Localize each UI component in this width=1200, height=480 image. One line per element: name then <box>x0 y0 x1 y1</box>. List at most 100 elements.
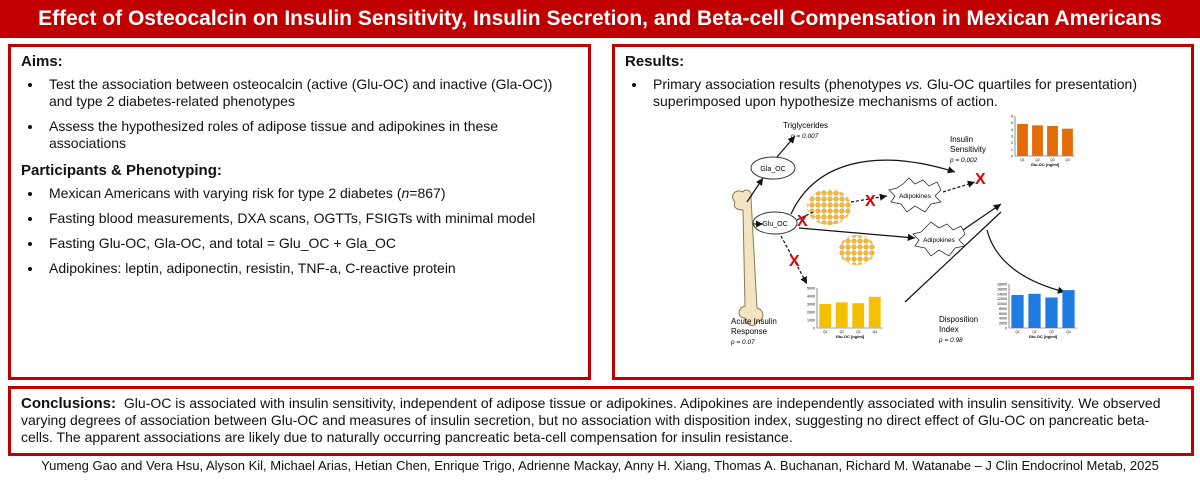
insulin-sensitivity-label-2: Sensitivity <box>950 145 986 154</box>
chart-x-label: Glu-OC [ng/ml] <box>1031 162 1060 167</box>
participants-list: Mexican Americans with varying risk for … <box>21 185 578 277</box>
conclusions-text: Glu-OC is associated with insulin sensit… <box>21 395 1161 445</box>
chart-tick-label: 12000 <box>997 297 1007 301</box>
gla-oc-node <box>750 156 796 180</box>
arrow-bone-to-gla-oc <box>746 177 764 203</box>
chart-tick-label: 0 <box>1005 327 1007 331</box>
bone-icon <box>732 189 764 326</box>
chart-tick-label: 18000 <box>997 283 1007 287</box>
chart-bar <box>852 303 865 328</box>
chart-tick-label: 6 <box>1011 115 1013 119</box>
participants-item: Fasting Glu-OC, Gla-OC, and total = Glu_… <box>43 235 578 252</box>
participants-item: Adipokines: leptin, adiponectin, resisti… <box>43 260 578 277</box>
chart-tick-label: 2000 <box>807 311 815 315</box>
aims-list: Test the association between osteocalcin… <box>21 76 578 152</box>
chart-category-label: Q2 <box>1035 158 1039 162</box>
arrow-glu-oc-to-adipokines-mid <box>798 227 916 241</box>
chart-tick-label: 0 <box>1011 155 1013 159</box>
chart-category-label: Q3 <box>1049 330 1053 334</box>
chart-x-label: Glu-OC [ng/ml] <box>1029 334 1058 339</box>
disposition-p: p = 0.98 <box>938 337 963 344</box>
chart-bar <box>1045 297 1058 328</box>
conclusions-panel: Conclusions: Glu-OC is associated with i… <box>8 386 1194 456</box>
chart-category-label: Q2 <box>840 330 844 334</box>
mechanism-diagram: Gla_OC Glu_OC Adipokines Adipokines X X … <box>730 115 1077 346</box>
arrow-gla-oc-to-triglycerides <box>776 135 796 158</box>
chart-bar <box>1017 124 1028 156</box>
chart-category-label: Q2 <box>1032 330 1036 334</box>
chart-tick-label: 3 <box>1011 135 1013 139</box>
glu-oc-node <box>752 211 798 235</box>
chart-tick-label: 16000 <box>997 287 1007 291</box>
aims-panel: Aims: Test the association between osteo… <box>8 44 591 380</box>
chart-category-label: Q1 <box>1015 330 1019 334</box>
chart-bar <box>1028 293 1041 328</box>
chart-bar <box>819 304 832 328</box>
chart-bar <box>1062 128 1073 156</box>
chart-tick-label: 5000 <box>807 287 815 291</box>
chart-tick-label: 3000 <box>807 303 815 307</box>
chart-tick-label: 0 <box>813 327 815 331</box>
author-citation: Yumeng Gao and Vera Hsu, Alyson Kil, Mic… <box>41 458 1159 473</box>
x-mark: X <box>789 253 800 270</box>
chart-bar <box>868 296 881 328</box>
aims-item: Test the association between osteocalcin… <box>43 76 578 110</box>
disposition-label-2: Index <box>939 325 959 334</box>
chart-tick-label: 6000 <box>999 312 1007 316</box>
results-item: Primary association results (phenotypes … <box>647 76 1181 110</box>
adipokines-top-label: Adipokines <box>899 193 932 200</box>
gla-oc-label: Gla_OC <box>760 166 785 173</box>
insulin-sensitivity-label-1: Insulin <box>950 135 973 144</box>
adipokines-top-node <box>888 177 942 213</box>
x-mark: X <box>865 193 876 210</box>
chart-tick-label: 4000 <box>807 295 815 299</box>
arrow-adipose-to-adipokines <box>850 193 888 203</box>
chart-tick-label: 1000 <box>807 319 815 323</box>
arrow-compensation-left <box>904 211 1002 303</box>
x-mark: X <box>975 171 986 188</box>
participants-item: Mexican Americans with varying risk for … <box>43 185 578 202</box>
arrow-glu-oc-to-adipose <box>796 211 814 221</box>
chart-bar <box>835 302 848 328</box>
chart-tick-label: 4 <box>1011 128 1013 132</box>
chart-tick-label: 5 <box>1011 121 1013 125</box>
acute-insulin-p: p = 0.07 <box>730 339 755 346</box>
chart-category-label: Q3 <box>856 330 860 334</box>
adipokines-mid-label: Adipokines <box>923 237 956 244</box>
results-list: Primary association results (phenotypes … <box>625 76 1181 110</box>
acute-insulin-label-1: Acute Insulin <box>731 317 777 326</box>
chart-tick-label: 2 <box>1011 141 1013 145</box>
results-heading: Results: <box>625 53 685 70</box>
chart-tick-label: 8000 <box>999 307 1007 311</box>
conclusions-label: Conclusions: <box>21 395 117 412</box>
insulin-sensitivity-p: p = 0.002 <box>949 157 978 164</box>
participants-item: Fasting blood measurements, DXA scans, O… <box>43 210 578 227</box>
chart-tick-label: 10000 <box>997 302 1007 306</box>
chart-category-label: Q4 <box>873 330 877 334</box>
chart-tick-label: 1 <box>1011 148 1013 152</box>
chart-bar <box>1032 125 1043 156</box>
chart-tick-label: 4000 <box>999 317 1007 321</box>
arrow-glu-oc-to-acute-insulin <box>780 235 808 285</box>
chart-tick-label: 2000 <box>999 322 1007 326</box>
triglycerides-label: Triglycerides <box>783 121 828 130</box>
aims-heading: Aims: <box>21 53 63 70</box>
participants-heading: Participants & Phenotyping: <box>21 162 222 179</box>
triglycerides-p: p = 0.007 <box>790 133 819 140</box>
results-panel: Results: Primary association results (ph… <box>612 44 1194 380</box>
x-mark: X <box>797 213 808 230</box>
chart-category-label: Q4 <box>1065 158 1069 162</box>
arrow-adipokines-mid-to-sensitivity <box>962 203 1002 231</box>
chart-x-label: Glu-OC [ng/ml] <box>836 334 865 339</box>
disposition-index-chart: 0200040006000800010000120001400016000180… <box>997 283 1077 339</box>
chart-category-label: Q1 <box>1020 158 1024 162</box>
arrow-adipokines-to-insulin-sensitivity <box>942 180 976 193</box>
chart-tick-label: 14000 <box>997 292 1007 296</box>
chart-bar <box>1047 126 1058 156</box>
adipose-tissue-icon <box>807 189 875 265</box>
chart-bar <box>1062 290 1075 328</box>
arrow-glu-oc-to-insulin-sensitivity <box>790 159 956 215</box>
poster-title: Effect of Osteocalcin on Insulin Sensiti… <box>0 0 1200 38</box>
